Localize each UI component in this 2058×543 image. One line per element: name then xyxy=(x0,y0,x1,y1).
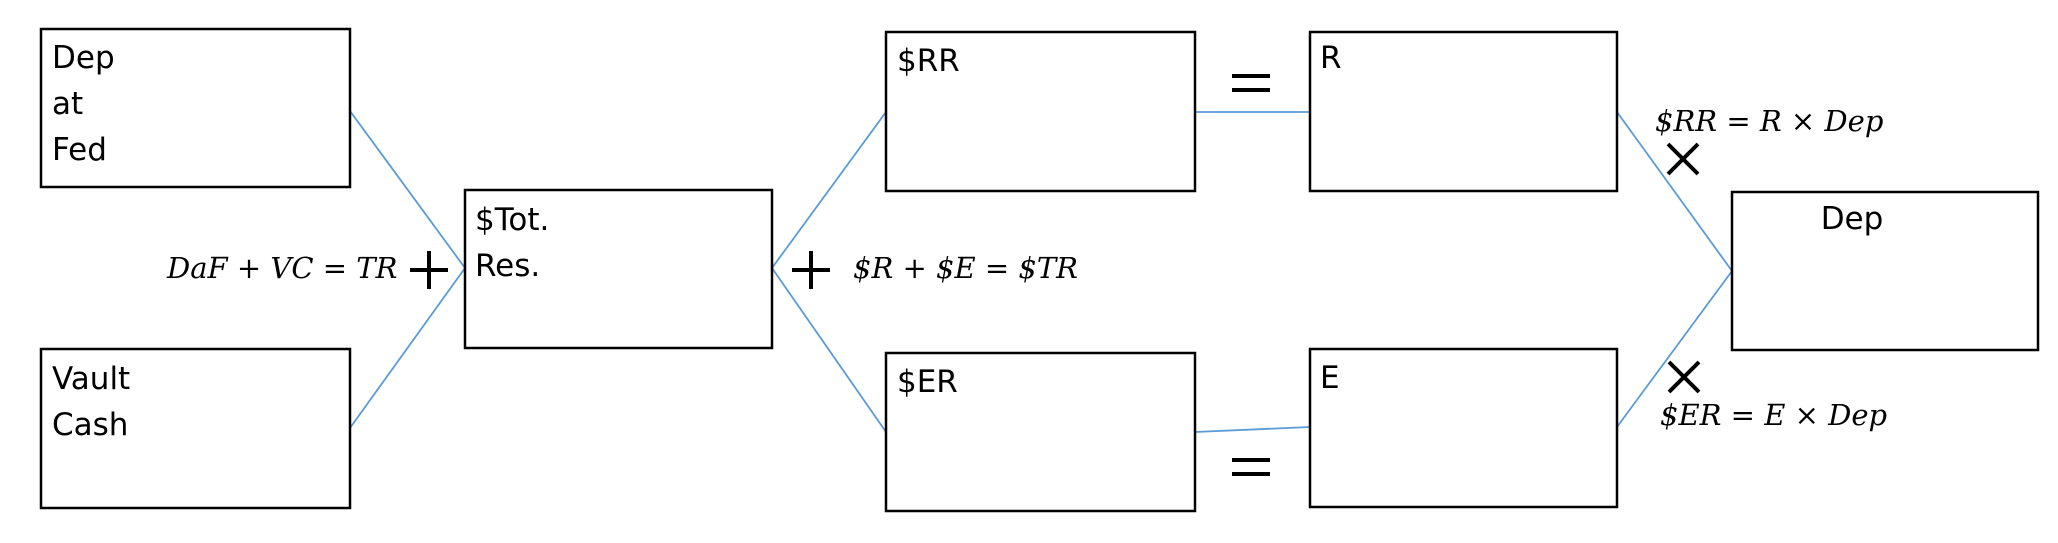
times-sign-bottom xyxy=(1667,360,1701,394)
box-excess-ratio-label: E xyxy=(1320,360,1340,396)
box-excess-reserves-dollars: $ER xyxy=(884,351,1197,513)
box-deposits: Dep xyxy=(1730,190,2040,352)
connectors xyxy=(349,110,1733,433)
times-sign-top xyxy=(1666,142,1700,176)
box-vault-cash-label-1: Vault xyxy=(52,361,130,397)
connector-vaultcash-to-totres xyxy=(349,267,466,429)
formula-excess-reserves: $ER = E × Dep xyxy=(1660,398,1887,432)
box-total-reserves-label-1: $Tot. xyxy=(475,202,549,238)
box-deposits-label: Dep xyxy=(1821,201,1884,237)
box-vault-cash: Vault Cash xyxy=(39,347,352,510)
box-vault-cash-label-2: Cash xyxy=(52,407,128,443)
box-required-reserves-dollars: $RR xyxy=(884,30,1197,193)
box-dep-at-fed: Dep at Fed xyxy=(39,27,352,189)
equals-sign-bottom xyxy=(1232,458,1270,476)
plus-sign-left xyxy=(410,251,448,289)
formula-required-reserves: $RR = R × Dep xyxy=(1655,104,1883,138)
box-excess-ratio: E xyxy=(1308,347,1619,509)
connector-e-to-dep xyxy=(1616,270,1733,428)
box-reserve-ratio: R xyxy=(1308,30,1619,193)
box-reserve-ratio-label: R xyxy=(1320,40,1342,76)
box-dep-at-fed-label-1: Dep xyxy=(52,40,115,76)
connector-er-to-e xyxy=(1194,426,1311,433)
box-total-reserves-label-2: Res. xyxy=(475,248,540,284)
connector-depfed-to-totres xyxy=(349,110,466,269)
connector-totres-to-rr xyxy=(771,111,887,269)
box-dep-at-fed-label-3: Fed xyxy=(52,132,107,168)
formula-reserve-split: $R + $E = $TR xyxy=(853,251,1078,285)
box-excess-reserves-dollars-label: $ER xyxy=(897,364,958,400)
plus-sign-right xyxy=(792,251,830,289)
box-total-reserves: $Tot. Res. xyxy=(463,188,774,350)
formula-total-reserves: DaF + VC = TR xyxy=(166,251,397,285)
connector-totres-to-er xyxy=(771,267,887,433)
box-required-reserves-dollars-label: $RR xyxy=(897,43,960,79)
box-dep-at-fed-label-2: at xyxy=(52,86,83,122)
equals-sign-top xyxy=(1232,74,1270,92)
connector-r-to-dep xyxy=(1616,111,1733,272)
